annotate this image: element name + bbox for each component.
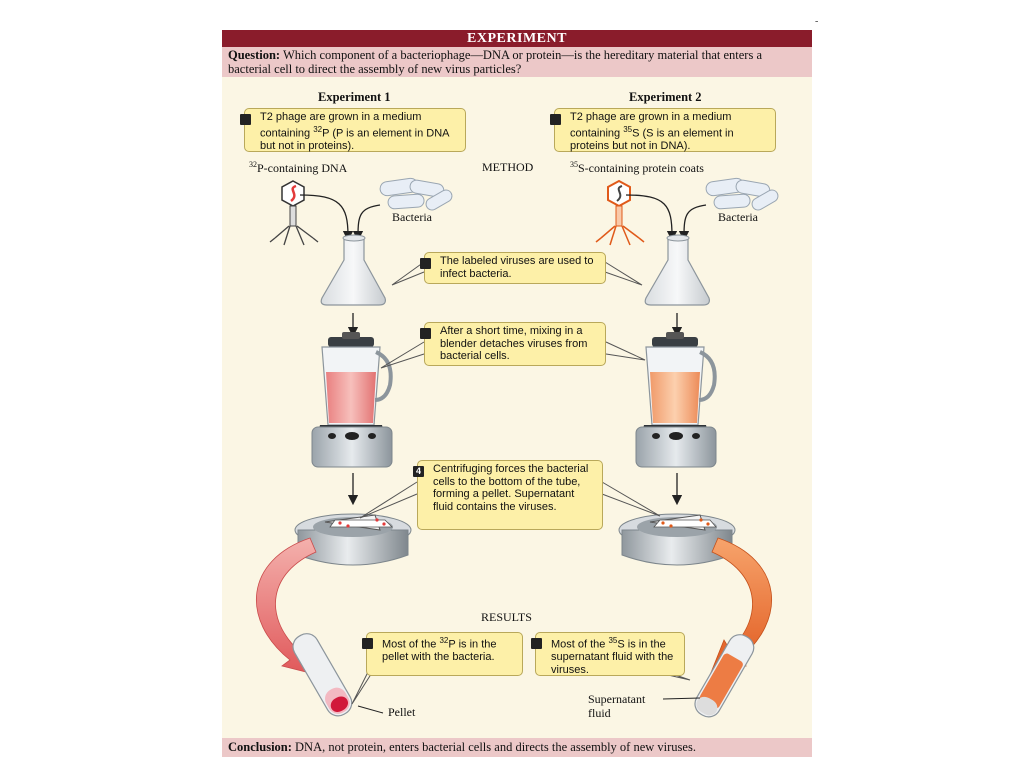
conclusion-label: Conclusion: xyxy=(228,740,292,754)
exp1-label-text: P-containing DNA xyxy=(257,161,348,175)
step2-box: The labeled viruses are used to infect b… xyxy=(420,252,606,284)
conclusion-band: Conclusion: DNA, not protein, enters bac… xyxy=(222,738,812,757)
centrifuge-left xyxy=(294,513,412,566)
exp2-step1-pre: T2 phage are grown in a medium containin… xyxy=(570,111,732,140)
step1-marker xyxy=(550,114,561,125)
result-right-sup: 35 xyxy=(608,636,618,645)
results-label: RESULTS xyxy=(481,610,532,624)
result-left-pre: Most of the xyxy=(382,638,440,651)
exp2-step1-post: S (S is an element in proteins but not i… xyxy=(570,127,734,152)
exp2-protein-label: 35S-containing protein coats xyxy=(570,160,704,176)
method-label: METHOD xyxy=(482,160,534,174)
bacteria-label-left: Bacteria xyxy=(392,210,432,224)
pellet-label: Pellet xyxy=(388,705,416,719)
corner-mark: - xyxy=(815,16,819,27)
step2-marker xyxy=(420,258,431,269)
step3-box: After a short time, mixing in a blender … xyxy=(420,322,606,366)
flask-left xyxy=(320,234,386,306)
question-band: Question: Which component of a bacteriop… xyxy=(222,47,812,77)
result-right-post: S is in the supernatant fluid with the v… xyxy=(551,638,674,676)
phage-right xyxy=(595,179,645,246)
supernatant-label: Supernatant fluid xyxy=(588,692,645,720)
step3-marker xyxy=(420,328,431,339)
exp1-step1-sup: 32 xyxy=(313,124,323,134)
question-body: Which component of a bacteriophage—DNA o… xyxy=(228,48,762,76)
blender-left xyxy=(311,332,393,468)
step4-text: Centrifuging forces the bacterial cells … xyxy=(433,463,589,513)
exp1-step1-pre: T2 phage are grown in a medium containin… xyxy=(260,111,422,140)
experiment2-title: Experiment 2 xyxy=(629,90,702,104)
supernatant-line1: Supernatant xyxy=(588,692,646,706)
question-label: Question: xyxy=(228,48,281,62)
tube-left xyxy=(292,633,353,717)
step4-box: 4 Centrifuging forces the bacterial cell… xyxy=(413,460,603,530)
phage-left xyxy=(269,180,319,246)
centrifuge-right xyxy=(618,513,736,566)
exp2-label-text: S-containing protein coats xyxy=(578,161,704,175)
exp1-step1-post: P (P is an element in DNA but not in pro… xyxy=(260,127,449,152)
blender-right xyxy=(635,332,717,468)
tube-right xyxy=(694,634,755,718)
result-left-post: P is in the pellet with the bacteria. xyxy=(382,638,497,664)
exp2-label-sup: 35 xyxy=(570,160,578,169)
result-right-marker xyxy=(531,638,542,649)
result-right-pre: Most of the xyxy=(551,638,609,651)
result-left-box: Most of the 32P is in the pellet with th… xyxy=(362,632,523,676)
exp2-step1-sup: 35 xyxy=(623,124,633,134)
bacteria-label-right: Bacteria xyxy=(718,210,758,224)
experiment1-title: Experiment 1 xyxy=(318,90,391,104)
experiment-header: EXPERIMENT xyxy=(222,30,812,47)
result-right-box: Most of the 35S is in the supernatant fl… xyxy=(531,632,685,676)
step3-text: After a short time, mixing in a blender … xyxy=(440,325,588,362)
exp2-step1-box: T2 phage are grown in a medium containin… xyxy=(550,108,776,152)
step4-marker: 4 xyxy=(413,466,424,477)
step1-marker xyxy=(240,114,251,125)
supernatant-line2: fluid xyxy=(588,706,611,720)
conclusion-body: DNA, not protein, enters bacterial cells… xyxy=(295,740,696,754)
callout-pointers xyxy=(351,261,691,705)
exp1-label-sup: 32 xyxy=(249,160,257,169)
result-left-sup: 32 xyxy=(439,636,449,645)
conclusion-text: Conclusion: DNA, not protein, enters bac… xyxy=(228,740,696,755)
exp1-step1-box: T2 phage are grown in a medium containin… xyxy=(240,108,466,152)
question-text: Question: Which component of a bacteriop… xyxy=(228,48,808,76)
step2-text: The labeled viruses are used to infect b… xyxy=(440,255,594,280)
bacteria-right xyxy=(705,177,779,211)
exp1-dna-label: 32P-containing DNA xyxy=(249,160,347,176)
flask-right xyxy=(644,234,710,306)
bacteria-left xyxy=(379,177,453,211)
result-left-marker xyxy=(362,638,373,649)
